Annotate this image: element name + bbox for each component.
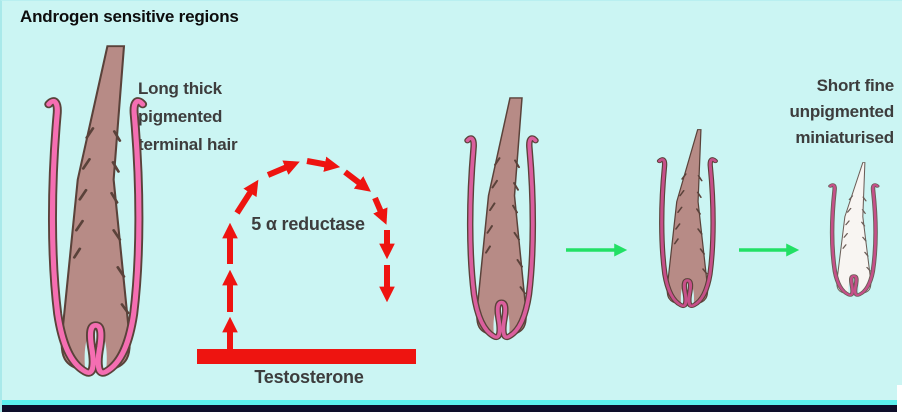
figure-title: Androgen sensitive regions: [20, 7, 239, 26]
testosterone-label: Testosterone: [254, 367, 364, 387]
testosterone-bar: [197, 349, 416, 364]
miniaturised-label-line2: unpigmented: [789, 102, 894, 121]
follicle-terminal-hair: [26, 45, 164, 397]
follicle-sheath: [829, 183, 879, 297]
miniaturised-label-line3: miniaturised: [795, 128, 894, 147]
five-alpha-reductase-arc-arrows: [222, 156, 395, 350]
red-arrow-segment: [343, 169, 371, 192]
hair-barbs: [485, 157, 526, 295]
terminal-hair-label-line1: Long thick: [138, 79, 222, 98]
terminal-hair-label-line3: terminal hair: [138, 135, 238, 154]
hair-barbs: [842, 195, 871, 272]
red-arrow-segment: [306, 156, 341, 172]
follicle-sheath: [657, 158, 717, 308]
follicle-miniaturised: [819, 162, 888, 305]
follicle-sheath: [465, 136, 538, 339]
enzyme-label: 5 α reductase: [251, 214, 365, 234]
follicle-sheath: [46, 99, 146, 375]
hair-barbs: [72, 127, 130, 315]
red-arrow-segment: [234, 179, 259, 215]
miniaturised-hair-label: Short fine unpigmented miniaturised: [789, 73, 894, 151]
bottom-border-line: [2, 400, 899, 405]
miniaturised-label-line1: Short fine: [816, 76, 895, 95]
follicle-stage-3: [646, 129, 728, 319]
bottom-border-dark: [2, 405, 899, 412]
terminal-hair-label: Long thick pigmented terminal hair: [138, 75, 238, 159]
bottom-right-notch: [897, 385, 902, 412]
follicle-stage-2: [451, 97, 551, 355]
red-arrow-segment: [266, 160, 300, 178]
hair-barbs: [673, 173, 708, 275]
terminal-hair-label-line2: pigmented: [138, 107, 223, 126]
